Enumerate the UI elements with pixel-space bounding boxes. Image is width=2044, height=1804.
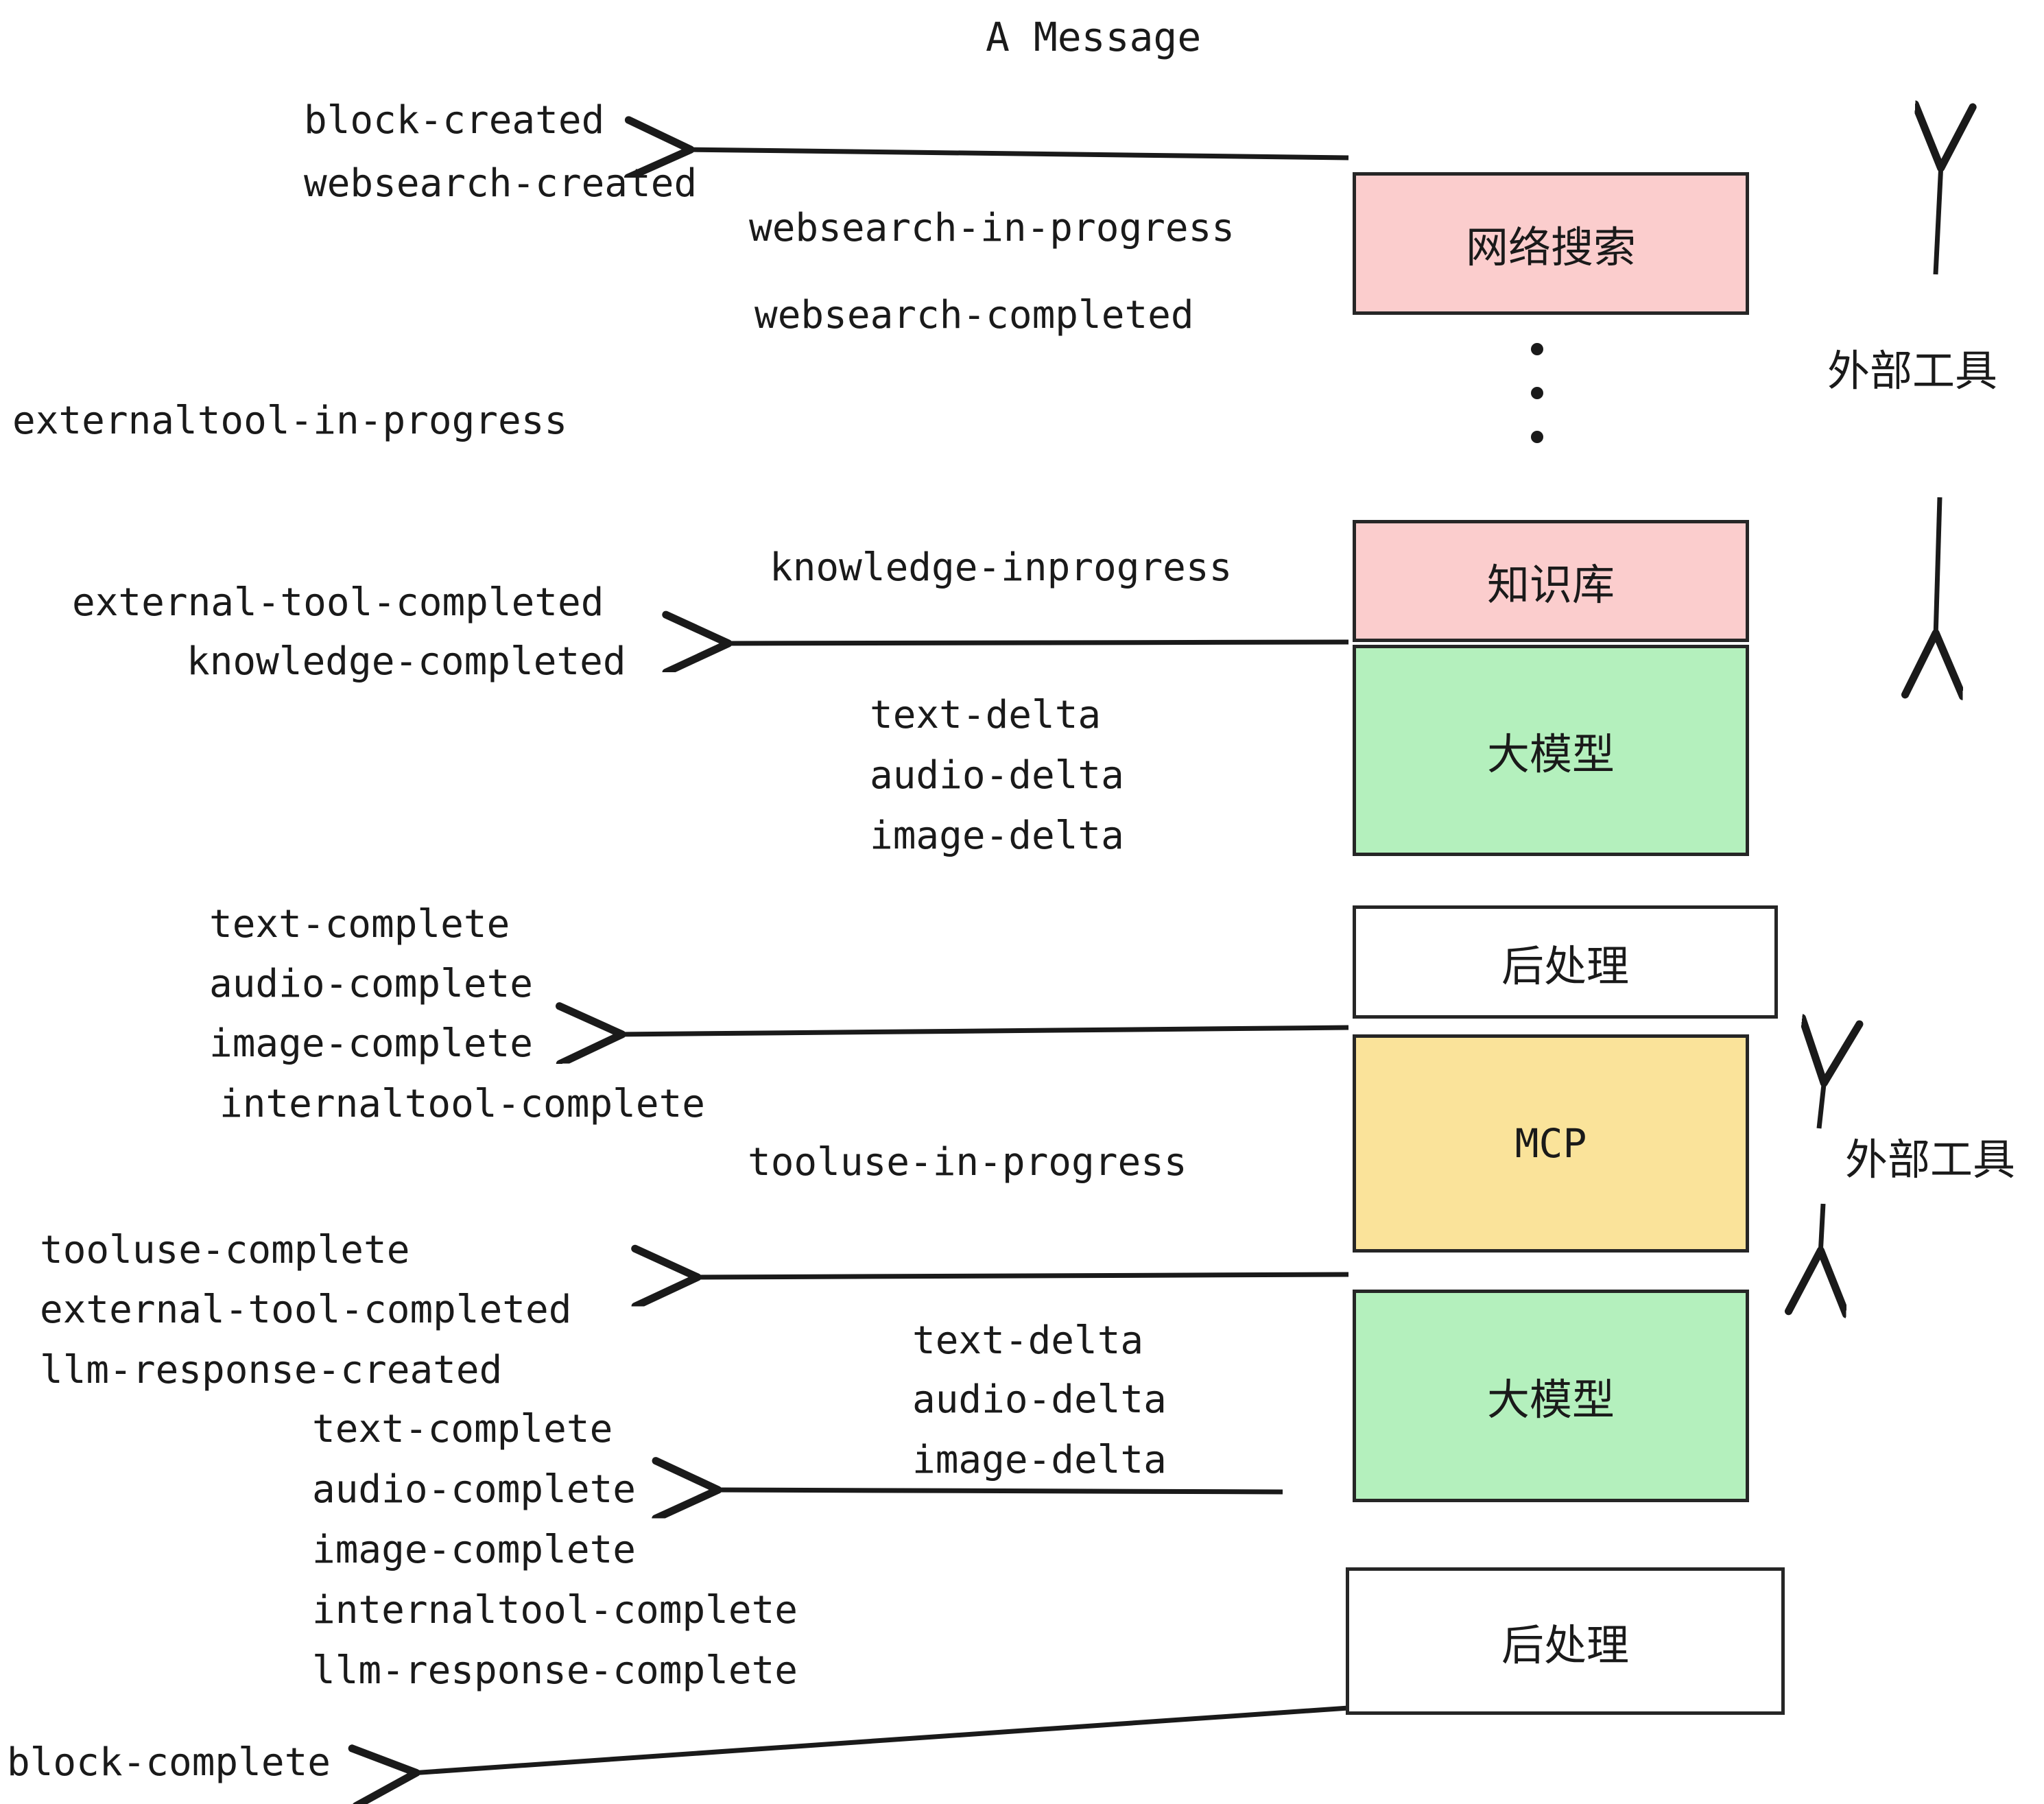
node-mcp[interactable]: MCP	[1353, 1034, 1749, 1253]
arrow-websearch-to-blockcreated	[686, 150, 1349, 158]
arrow-llm2-to-audiocomplete	[713, 1490, 1283, 1492]
event-block-created: block-created	[304, 98, 605, 143]
node-postprocess-2-label: 后处理	[1501, 1619, 1629, 1670]
node-mcp-label: MCP	[1514, 1120, 1587, 1167]
event-tooluse-complete: tooluse-complete	[40, 1228, 410, 1272]
arrow-external-tools-top-down	[1936, 497, 1940, 638]
node-websearch-label: 网络搜索	[1465, 222, 1636, 272]
event-image-complete-1: image-complete	[209, 1021, 534, 1066]
event-image-complete-2: image-complete	[312, 1528, 637, 1572]
node-postprocess-1-label: 后处理	[1501, 940, 1629, 991]
page-title: A Message	[986, 14, 1202, 60]
node-llm-1-label: 大模型	[1486, 729, 1615, 779]
event-knowledge-inprogress: knowledge-inprogress	[770, 545, 1233, 590]
event-websearch-in-progress: websearch-in-progress	[749, 206, 1235, 250]
arrow-external-tools-bottom-down	[1820, 1203, 1823, 1255]
arrow-llm1-to-knowledgecompleted	[724, 642, 1349, 643]
event-knowledge-completed: knowledge-completed	[187, 639, 626, 684]
arrow-mcp-to-toolusecomplete	[693, 1274, 1349, 1277]
event-audio-delta-1: audio-delta	[870, 753, 1124, 798]
event-external-tool-completed-1: external-tool-completed	[72, 580, 604, 625]
event-llm-response-complete: llm-response-complete	[312, 1648, 798, 1693]
event-text-complete-2: text-complete	[312, 1407, 613, 1451]
arrow-postprocess2-to-blockcomplete	[412, 1705, 1349, 1773]
event-text-delta-2: text-delta	[912, 1318, 1144, 1363]
node-websearch[interactable]: 网络搜索	[1353, 172, 1749, 315]
ellipsis-dot	[1531, 343, 1543, 355]
event-audio-complete-2: audio-complete	[312, 1467, 637, 1512]
event-audio-complete-1: audio-complete	[209, 962, 534, 1006]
node-llm-1[interactable]: 大模型	[1353, 645, 1749, 856]
event-text-complete-1: text-complete	[209, 902, 510, 947]
event-audio-delta-2: audio-delta	[912, 1377, 1167, 1422]
node-postprocess-1[interactable]: 后处理	[1353, 905, 1778, 1019]
ellipsis-dot	[1531, 387, 1543, 399]
node-llm-2[interactable]: 大模型	[1353, 1290, 1749, 1502]
event-websearch-completed: websearch-completed	[754, 293, 1194, 337]
node-postprocess-2[interactable]: 后处理	[1346, 1567, 1785, 1715]
event-text-delta-1: text-delta	[870, 693, 1102, 737]
arrow-mcp-to-imagecomplete	[617, 1028, 1349, 1034]
node-knowledge[interactable]: 知识库	[1353, 520, 1749, 642]
side-label-external-tools-bottom: 外部工具	[1845, 1135, 2016, 1185]
event-websearch-created: websearch-created	[304, 161, 698, 206]
node-knowledge-label: 知识库	[1486, 560, 1615, 610]
event-llm-response-created: llm-response-created	[40, 1348, 503, 1392]
arrow-external-tools-top-up	[1936, 163, 1941, 275]
event-tooluse-in-progress: tooluse-in-progress	[748, 1140, 1187, 1185]
event-internaltool-complete-2: internaltool-complete	[312, 1588, 798, 1633]
event-externaltool-in-progress: externaltool-in-progress	[12, 399, 568, 443]
side-label-external-tools-top: 外部工具	[1827, 346, 1998, 396]
event-image-delta-1: image-delta	[870, 814, 1124, 858]
node-llm-2-label: 大模型	[1486, 1375, 1615, 1425]
vertical-ellipsis	[1531, 343, 1543, 475]
event-block-complete: block-complete	[7, 1740, 331, 1785]
arrow-external-tools-bottom-up	[1819, 1078, 1825, 1129]
ellipsis-dot	[1531, 431, 1543, 443]
event-external-tool-completed-2: external-tool-completed	[40, 1287, 572, 1332]
event-internaltool-complete-1: internaltool-complete	[219, 1082, 706, 1126]
event-image-delta-2: image-delta	[912, 1438, 1167, 1482]
